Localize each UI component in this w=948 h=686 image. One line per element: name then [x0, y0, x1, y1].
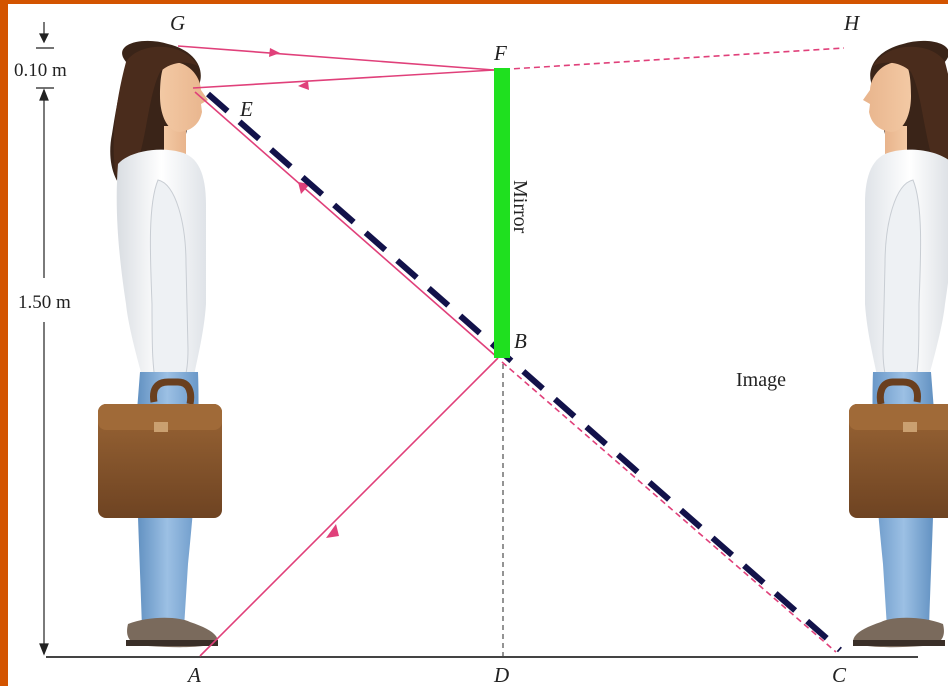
point-d-label: D — [493, 663, 509, 686]
plane-mirror-diagram: G H F E B A D C 0.10 m 1.50 m Mirror Ima… — [14, 11, 948, 686]
sight-line — [206, 91, 842, 653]
mirror-label: Mirror — [509, 180, 531, 234]
mirror — [494, 68, 510, 358]
ray-arrows — [269, 48, 339, 538]
point-h-label: H — [843, 11, 861, 35]
image-label: Image — [736, 369, 786, 391]
point-f-label: F — [493, 41, 507, 65]
dimension-markers — [36, 22, 54, 656]
eye-offset-label: 0.10 m — [14, 60, 67, 81]
point-c-label: C — [832, 663, 847, 686]
point-b-label: B — [514, 329, 527, 353]
light-rays — [177, 45, 845, 657]
diagram-canvas: G H F E B A D C 0.10 m 1.50 m Mirror Ima… — [8, 4, 948, 686]
person-figure — [98, 41, 222, 647]
person-image-figure — [849, 41, 948, 647]
point-g-label: G — [170, 11, 185, 35]
point-a-label: A — [186, 663, 201, 686]
eye-height-label: 1.50 m — [18, 292, 71, 313]
point-e-label: E — [239, 97, 253, 121]
